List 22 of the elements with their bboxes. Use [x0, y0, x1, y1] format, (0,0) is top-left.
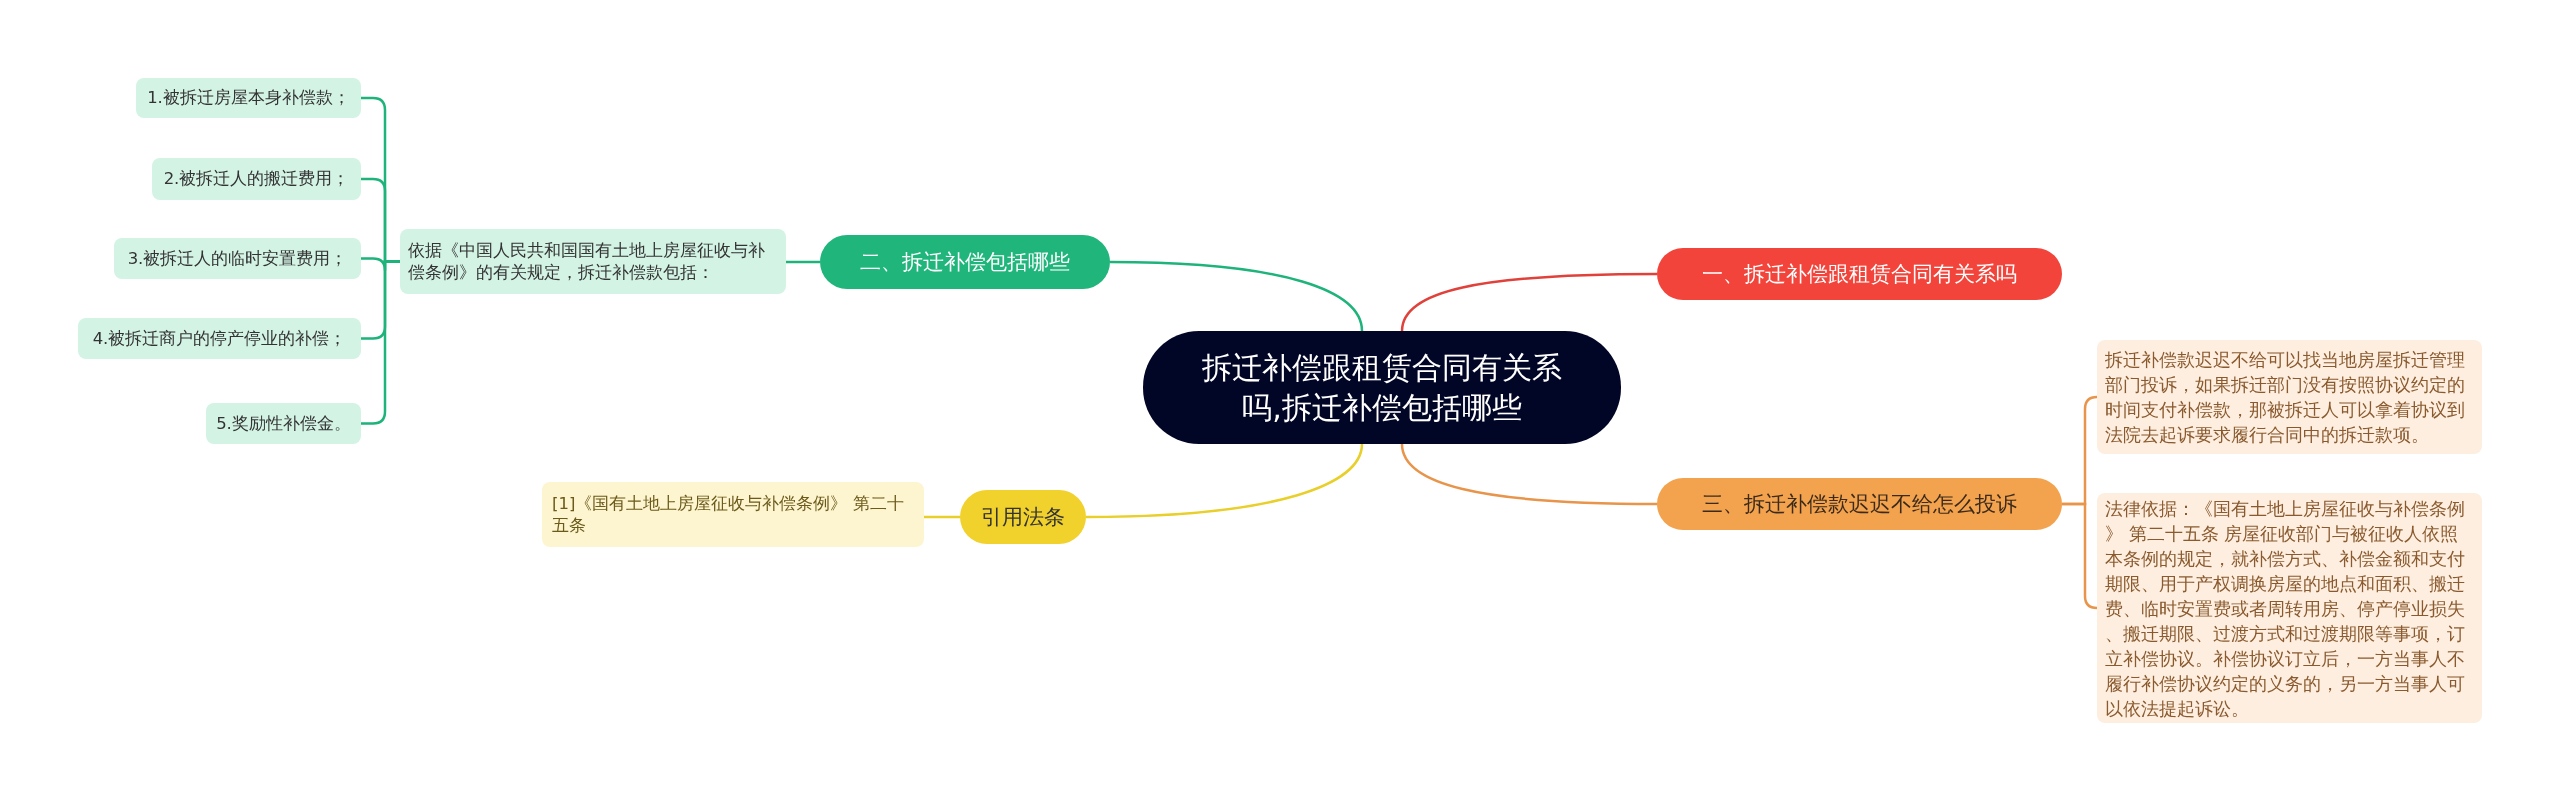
note-box: 依据《中国人民共和国国有土地上房屋征收与补偿条例》的有关规定，拆迁补偿款包括：	[400, 229, 786, 294]
note-box: [1]《国有土地上房屋征收与补偿条例》 第二十五条	[542, 482, 924, 547]
note-box: 5.奖励性补偿金。	[206, 403, 361, 444]
connector-line	[1400, 272, 1657, 332]
branch-box: 二、拆迁补偿包括哪些	[820, 235, 1110, 289]
note-box: 4.被拆迁商户的停产停业的补偿；	[78, 318, 361, 359]
branch-box: 一、拆迁补偿跟租赁合同有关系吗	[1657, 248, 2062, 300]
note-box: 2.被拆迁人的搬迁费用；	[152, 158, 361, 200]
note-box: 1.被拆迁房屋本身补偿款；	[136, 78, 361, 118]
note-box: 法律依据：《国有土地上房屋征收与补偿条例》 第二十五条 房屋征收部门与被征收人依照本条例的规定，就补偿方式、补偿金额和支付期限、用于产权调换房屋的地点和面积、搬迁费、临时安置费或者周转用房、停产停业损失、搬迁期限、过渡方式和过渡期限等事项，订立补偿协议。补偿协议订立后，一方当事人不履行补偿协议约定的义务的，另一方当事人可以依法提起诉讼。	[2097, 493, 2482, 723]
connector-line	[1400, 443, 1657, 506]
topic-box: 拆迁补偿跟租赁合同有关系吗,拆迁补偿包括哪些	[1143, 331, 1621, 444]
connector-line	[924, 515, 960, 519]
connector-line	[2062, 502, 2099, 610]
connector-line	[1110, 260, 1364, 332]
connector-line	[786, 260, 820, 264]
branch-box: 引用法条	[960, 490, 1086, 544]
branch-box: 三、拆迁补偿款迟迟不给怎么投诉	[1657, 478, 2062, 530]
connector-line	[361, 260, 400, 425]
connector-line	[1086, 443, 1364, 519]
note-box: 拆迁补偿款迟迟不给可以找当地房屋拆迁管理部门投诉，如果拆迁部门没有按照协议约定的时间支付补偿款，那被拆迁人可以拿着协议到法院去起诉要求履行合同中的拆迁款项。	[2097, 340, 2482, 454]
note-box: 3.被拆迁人的临时安置费用；	[114, 238, 361, 279]
